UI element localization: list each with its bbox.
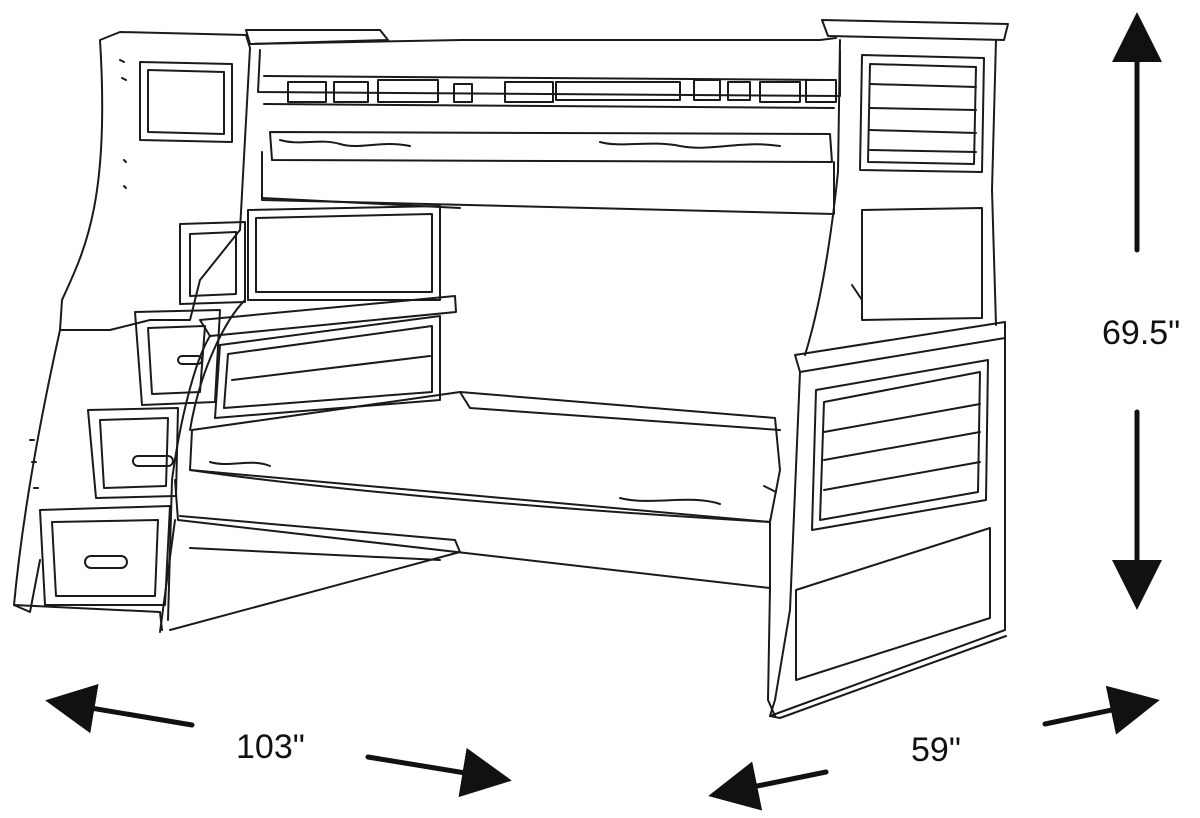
top-bunk	[245, 29, 841, 215]
length-arrow-right	[365, 747, 512, 798]
width-dimension-label: 59"	[911, 731, 961, 769]
bottom-bunk	[159, 205, 781, 717]
length-dimension-label: 103"	[236, 728, 305, 766]
dimension-arrows	[45, 12, 1162, 811]
width-arrow-left	[708, 761, 829, 811]
height-dimension-label: 69.5"	[1102, 314, 1181, 352]
right-end-panel	[769, 19, 1009, 719]
staircase-side	[13, 31, 251, 631]
width-arrow-right	[1042, 685, 1160, 735]
length-arrow-left	[45, 683, 195, 734]
